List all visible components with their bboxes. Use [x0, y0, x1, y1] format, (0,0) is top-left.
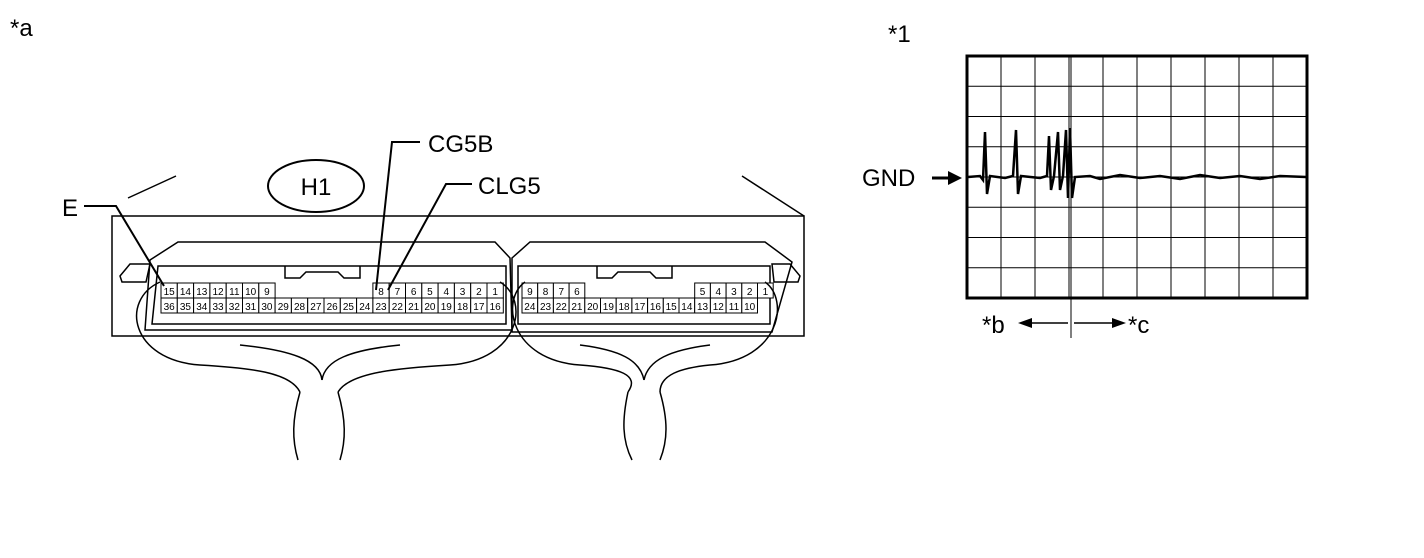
- gnd-arrow: [932, 171, 962, 185]
- connector-id-oval: [267, 159, 365, 213]
- pin-number: 15: [164, 287, 176, 298]
- label-e: E: [62, 195, 78, 222]
- pin-number: 27: [310, 302, 322, 313]
- pin-number: 17: [473, 302, 485, 313]
- pin-number: 26: [327, 302, 339, 313]
- ecu-connector: [111, 175, 805, 337]
- waveform: [967, 127, 1307, 199]
- pin-number: 17: [634, 302, 646, 313]
- pin-number: 15: [666, 302, 678, 313]
- label-c: *c: [1128, 312, 1149, 339]
- pin-number: 16: [490, 302, 502, 313]
- pin-number: 20: [587, 302, 599, 313]
- pin-number: 30: [261, 302, 273, 313]
- label-b: *b: [982, 312, 1005, 339]
- pin-number: 6: [574, 287, 580, 298]
- pin-number: 33: [212, 302, 224, 313]
- pin-number: 9: [527, 287, 533, 298]
- pin-number: 32: [229, 302, 241, 313]
- pin-number: 8: [378, 287, 384, 298]
- pin-number: 2: [476, 287, 482, 298]
- pin-number: 25: [343, 302, 355, 313]
- pin-number: 24: [359, 302, 371, 313]
- connector-id: H1: [301, 174, 332, 201]
- pin-number: 11: [729, 302, 740, 313]
- pin-number: 1: [763, 287, 769, 298]
- pin-number: 34: [196, 302, 208, 313]
- pin-number: 35: [180, 302, 192, 313]
- pin-number: 7: [395, 287, 401, 298]
- label-cg5b: CG5B: [428, 131, 493, 158]
- pin-number: 2: [747, 287, 753, 298]
- pin-number: 23: [375, 302, 387, 313]
- pin-number: 9: [264, 287, 270, 298]
- pin-number: 21: [408, 302, 420, 313]
- label-gnd: GND: [862, 165, 915, 192]
- pin-number: 28: [294, 302, 306, 313]
- pin-number: 4: [715, 287, 721, 298]
- pin-number: 7: [558, 287, 564, 298]
- pin-number: 11: [229, 287, 240, 298]
- oscilloscope-screen: [965, 54, 1309, 338]
- label-clg5: CLG5: [478, 173, 541, 200]
- pin-number: 19: [441, 302, 453, 313]
- time-arrows: [1018, 318, 1126, 328]
- pin-cell: [741, 297, 758, 314]
- label-one: *1: [888, 21, 911, 48]
- wire-harness: [135, 281, 779, 461]
- pin-number: 16: [650, 302, 662, 313]
- pin-number: 18: [618, 302, 630, 313]
- pin-number: 19: [603, 302, 615, 313]
- pin-number: 12: [212, 287, 224, 298]
- pin-number: 18: [457, 302, 469, 313]
- pin-number: 10: [245, 287, 257, 298]
- pin-number: 14: [180, 287, 192, 298]
- pin-number: 5: [700, 287, 706, 298]
- pin-number: 1: [492, 287, 498, 298]
- pin-number: 24: [524, 302, 536, 313]
- pin-number: 13: [196, 287, 208, 298]
- pin-number: 8: [543, 287, 549, 298]
- pin-number: 36: [164, 302, 176, 313]
- pin-number: 6: [411, 287, 417, 298]
- pin-number: 20: [424, 302, 436, 313]
- pin-number: 5: [427, 287, 433, 298]
- pin-number: 4: [443, 287, 449, 298]
- pin-number: 22: [556, 302, 568, 313]
- pin-number: 13: [697, 302, 709, 313]
- pin-number: 29: [278, 302, 290, 313]
- pin-number: 3: [731, 287, 737, 298]
- pin-number: 31: [245, 302, 257, 313]
- pin-cell: [486, 297, 504, 314]
- pin-number: 23: [540, 302, 552, 313]
- pin-number: 10: [744, 302, 756, 313]
- pin-number: 14: [681, 302, 693, 313]
- label-a: *a: [10, 15, 33, 42]
- pin-number: 12: [713, 302, 725, 313]
- pin-number: 21: [571, 302, 583, 313]
- pin-number: 22: [392, 302, 404, 313]
- leader-lines: [84, 141, 472, 291]
- pin-number: 3: [460, 287, 466, 298]
